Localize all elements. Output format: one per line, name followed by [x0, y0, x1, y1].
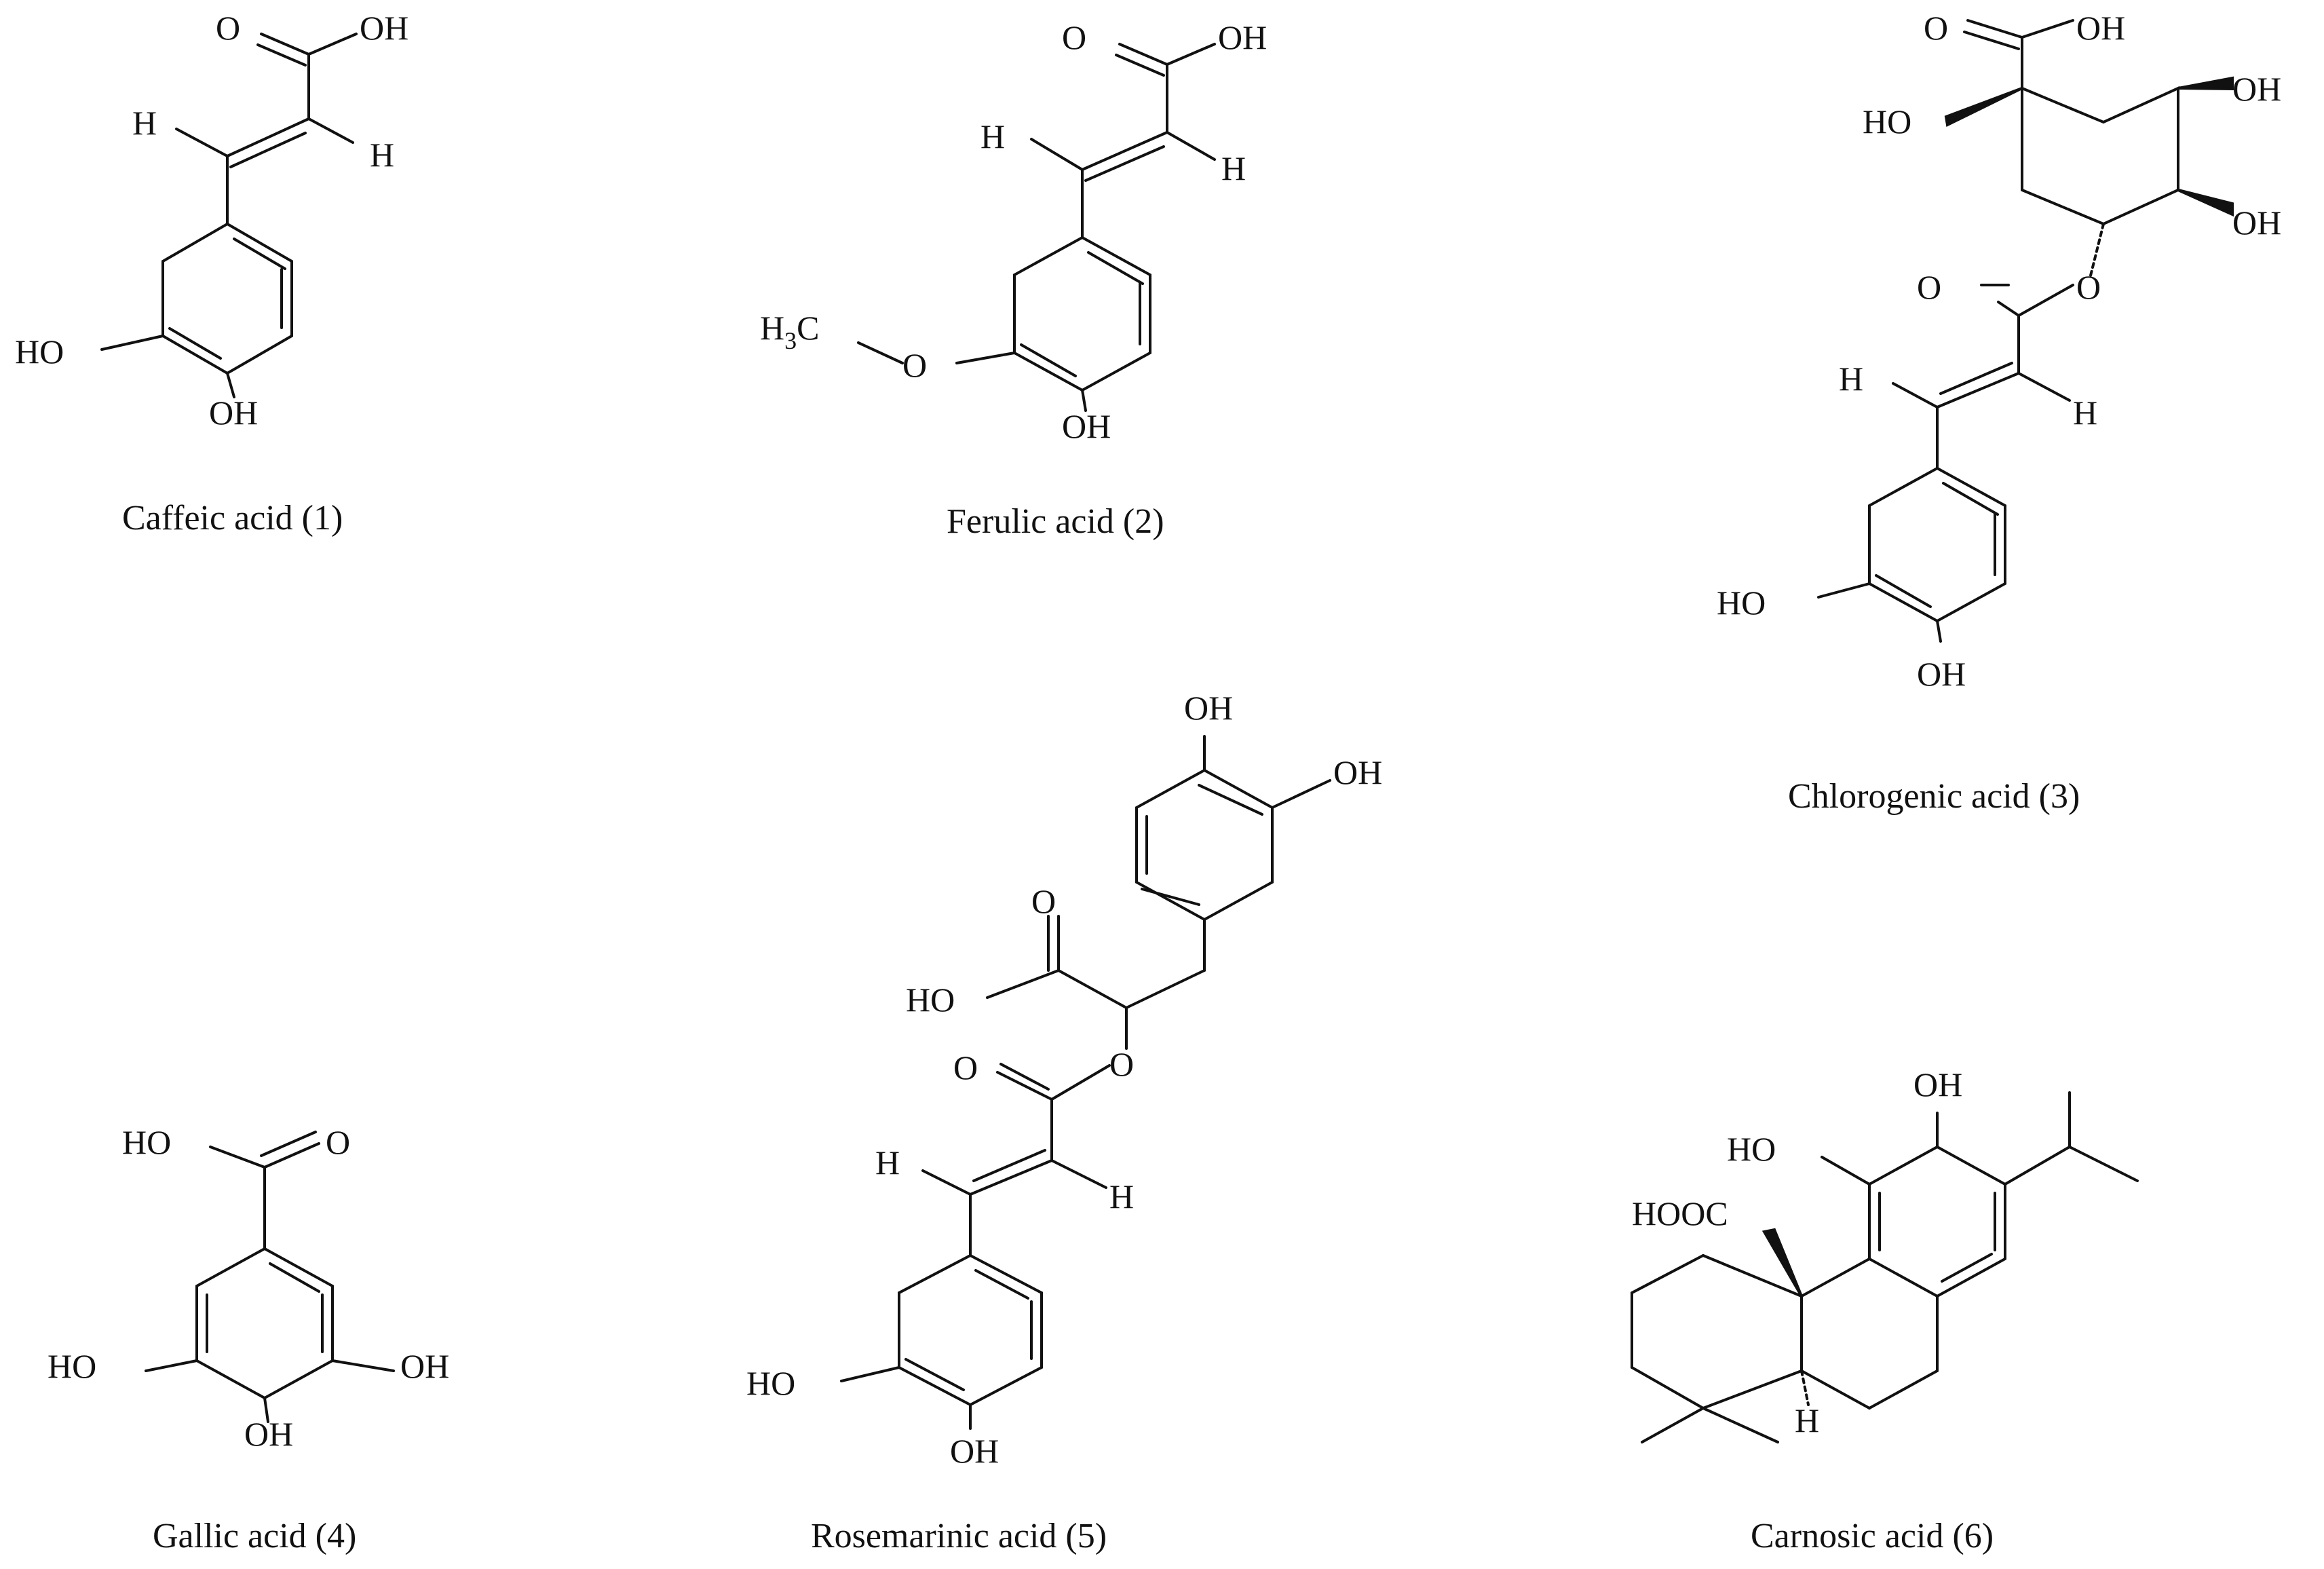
- gallic-o-acid: O: [326, 1123, 350, 1161]
- chlorogenic-caption: Chlorogenic acid (3): [1788, 777, 2080, 816]
- ferulic-h-right: H: [1221, 149, 1246, 187]
- chlorogenic-ho-ring: HO: [1863, 102, 1911, 140]
- ferulic-h-left: H: [980, 117, 1005, 155]
- gallic-oh-right: OH: [400, 1347, 449, 1385]
- rosmarinic-h-left: H: [875, 1143, 900, 1182]
- caffeic-oh: OH: [209, 394, 258, 432]
- carnosic-caption: Carnosic acid (6): [1751, 1517, 1994, 1555]
- ferulic-o-ether: O: [902, 346, 927, 384]
- rosmarinic-acid-structure: OH OH O HO O O H H HO OH Rosemarinic aci…: [746, 689, 1382, 1555]
- ferulic-oh: OH: [1062, 407, 1111, 445]
- gallic-ho-left: HO: [47, 1347, 96, 1385]
- chlorogenic-h-right: H: [2073, 394, 2097, 432]
- chlorogenic-o-ester: O: [2076, 268, 2101, 306]
- chlorogenic-oh: OH: [1917, 655, 1966, 693]
- chlorogenic-oh-acid: OH: [2076, 9, 2125, 47]
- gallic-oh-bottom: OH: [244, 1415, 293, 1453]
- rosmarinic-o-ester: O: [1109, 1045, 1134, 1083]
- caffeic-o-acid: O: [216, 9, 240, 47]
- caffeic-ho: HO: [15, 333, 64, 371]
- carnosic-hooc: HOOC: [1632, 1194, 1728, 1232]
- gallic-caption: Gallic acid (4): [153, 1517, 356, 1555]
- rosmarinic-oh-top2: OH: [1333, 753, 1382, 791]
- rosmarinic-oh-top: OH: [1184, 689, 1233, 727]
- chlorogenic-o-carbonyl: O: [1917, 268, 1941, 306]
- caffeic-oh-acid: OH: [360, 9, 408, 47]
- rosmarinic-h-right: H: [1109, 1177, 1134, 1215]
- rosmarinic-ho-acid: HO: [906, 981, 955, 1019]
- carnosic-ho: HO: [1727, 1130, 1776, 1168]
- gallic-acid-structure: HO O HO OH OH Gallic acid (4): [47, 1123, 449, 1555]
- rosmarinic-oh: OH: [950, 1432, 999, 1470]
- caffeic-h-left: H: [132, 104, 157, 142]
- ferulic-acid-structure: O OH H H H3C O OH Ferulic acid (2): [760, 18, 1267, 541]
- caffeic-acid-structure: O OH H H HO OH Caffeic acid (1): [15, 9, 408, 537]
- chlorogenic-acid-structure: O OH HO OH OH O O H H HO OH Chlorogenic …: [1717, 9, 2281, 816]
- chlorogenic-h-left: H: [1839, 360, 1863, 398]
- chlorogenic-oh-mid: OH: [2232, 204, 2281, 242]
- caffeic-h-right: H: [370, 136, 394, 174]
- caffeic-caption: Caffeic acid (1): [122, 499, 343, 537]
- carnosic-acid-structure: OH HO HOOC H Carnosic acid (6): [1631, 1065, 2139, 1555]
- chlorogenic-ho: HO: [1717, 584, 1766, 622]
- chlorogenic-o-acid: O: [1924, 9, 1948, 47]
- gallic-ho-acid: HO: [122, 1123, 171, 1161]
- rosmarinic-o-carbonyl: O: [953, 1048, 978, 1086]
- carnosic-h: H: [1795, 1401, 1819, 1439]
- ferulic-o-acid: O: [1062, 18, 1086, 56]
- rosmarinic-o-acid: O: [1031, 882, 1056, 920]
- carnosic-oh-top: OH: [1913, 1065, 1962, 1103]
- ferulic-oh-acid: OH: [1218, 18, 1267, 56]
- ferulic-h3c: H3C: [760, 309, 819, 354]
- chlorogenic-oh-top: OH: [2232, 70, 2281, 108]
- ferulic-caption: Ferulic acid (2): [947, 502, 1164, 541]
- rosmarinic-ho: HO: [746, 1364, 795, 1402]
- rosmarinic-caption: Rosemarinic acid (5): [811, 1517, 1107, 1555]
